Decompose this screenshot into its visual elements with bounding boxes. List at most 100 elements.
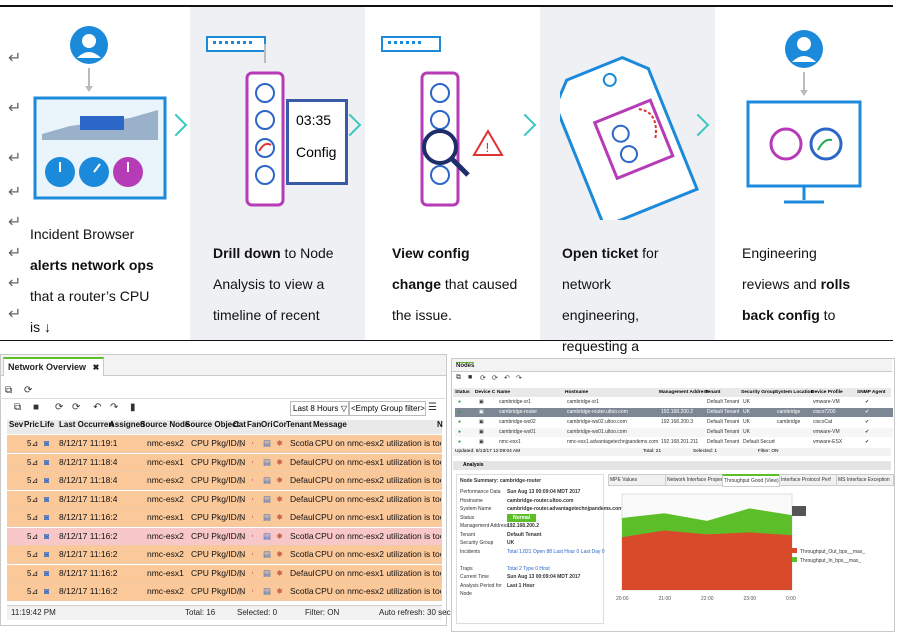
- undo-icon[interactable]: ↶: [93, 402, 102, 413]
- col-message[interactable]: Message: [313, 420, 347, 429]
- node-tenant: Default Tenant: [707, 429, 740, 435]
- redo-icon[interactable]: ↷: [110, 402, 119, 413]
- time-filter-select[interactable]: Last 8 Hours▽: [290, 401, 350, 416]
- col-more[interactable]: N: [437, 420, 443, 429]
- col-source-object[interactable]: Source Object: [185, 420, 240, 429]
- col-snmp-agent[interactable]: SNMP Agent: [857, 390, 886, 395]
- summary-value[interactable]: Total 2 Type 0 Host: [507, 565, 550, 572]
- chart-tab[interactable]: MS Interface Exception: [836, 474, 894, 486]
- correlation-icon: ✸: [276, 530, 284, 541]
- status-time: 11:19:42 PM: [11, 608, 56, 617]
- col-category[interactable]: Cat: [233, 420, 246, 429]
- undo-icon[interactable]: ↶: [504, 375, 510, 382]
- return-mark: ↵: [8, 48, 22, 67]
- col-last-occurrence[interactable]: Last Occurrence: [59, 420, 114, 429]
- col-security-group[interactable]: Security Group: [741, 390, 776, 395]
- col-priority[interactable]: Pric: [24, 420, 40, 429]
- col-tenant[interactable]: Tenant: [705, 390, 721, 395]
- chart-tab[interactable]: MPE Values: [608, 474, 666, 486]
- analysis-header[interactable]: Analysis: [453, 461, 891, 470]
- col-name[interactable]: Name: [497, 390, 511, 395]
- sync-icon[interactable]: ⟳: [72, 402, 81, 413]
- source-node: nmc-esx2: [147, 438, 184, 448]
- col-lifecycle[interactable]: Life: [40, 420, 55, 429]
- summary-value: Sun Aug 13 00:09:04 MDT 2017: [507, 489, 581, 495]
- col-family[interactable]: Fan: [247, 420, 262, 429]
- summary-value[interactable]: Total 1,821 Open 88 Last Hour 0 Last Day…: [507, 548, 605, 555]
- col-assigned[interactable]: Assigned: [109, 420, 146, 429]
- nodes-toolbar: ⧉ ■ ⟳ ⟳ ↶ ↷: [452, 374, 892, 387]
- delete-icon[interactable]: ▮: [130, 402, 136, 413]
- node-hostname: cambridge-sr1: [567, 399, 599, 405]
- summary-key: Security Group: [460, 540, 494, 546]
- chart-tab[interactable]: Interface Protocol Perf: [779, 474, 837, 486]
- refresh-icon[interactable]: ⟳: [480, 375, 486, 382]
- tab-nodes[interactable]: Nodes: [456, 362, 475, 369]
- status-selected: Selected: 0: [237, 608, 278, 617]
- nodes-tab-bar: Nodes: [452, 359, 892, 372]
- group-filter-select[interactable]: <Empty Group filter>: [348, 401, 426, 416]
- close-icon[interactable]: ✖: [92, 363, 100, 372]
- col-tenant[interactable]: Tenant: [286, 420, 312, 429]
- redo-icon[interactable]: ↷: [516, 375, 522, 382]
- sync-icon[interactable]: ⟳: [492, 375, 498, 382]
- origin-icon: ▤: [263, 456, 272, 467]
- col-device-category[interactable]: Device C: [475, 390, 496, 395]
- node-security-group: Default Security: [743, 439, 775, 445]
- top-rule: [0, 5, 893, 7]
- last-occurrence: 8/12/17 11:19:1: [59, 438, 118, 448]
- col-mgmt-address[interactable]: Management Address: [659, 390, 709, 395]
- window-icon[interactable]: ⧉: [456, 374, 461, 381]
- col-device-profile[interactable]: Device Profile: [811, 390, 843, 395]
- last-occurrence: 8/12/17 11:16:2: [59, 512, 118, 522]
- last-occurrence: 8/12/17 11:16:2: [59, 586, 118, 596]
- open-icon[interactable]: ⧉: [5, 385, 13, 396]
- refresh-icon[interactable]: ⟳: [24, 385, 33, 396]
- folder-icon[interactable]: ■: [468, 374, 473, 381]
- col-correlation[interactable]: Cor: [273, 420, 287, 429]
- source-node: nmc-esx2: [147, 530, 184, 541]
- return-mark: ↵: [8, 212, 22, 231]
- chart-tab[interactable]: Throughput Good (View): [722, 474, 780, 487]
- menu-icon[interactable]: ☰: [428, 402, 437, 413]
- summary-key: Current Time: [460, 574, 489, 580]
- folder-icon[interactable]: ■: [33, 402, 40, 413]
- status-refresh: Auto refresh: 30 sec: [379, 608, 451, 617]
- popup-label: Config: [296, 144, 337, 160]
- tab-network-overview[interactable]: Network Overview ✖: [3, 357, 105, 376]
- priority-icon: 5⊿: [27, 457, 39, 467]
- source-node: nmc-esx1: [147, 512, 184, 522]
- chart-tab[interactable]: Network Interface Properties: [665, 474, 723, 486]
- group-filter-value: <Empty Group filter>: [351, 404, 425, 413]
- col-source-node[interactable]: Source Node: [140, 420, 190, 429]
- node-hostname: cambridge-ws01.ultoo.com: [567, 429, 627, 435]
- bottom-rule: [0, 339, 893, 341]
- col-hostname[interactable]: Hostname: [565, 390, 589, 395]
- refresh-icon[interactable]: ⟳: [55, 402, 64, 413]
- chart-type-icon[interactable]: [792, 506, 806, 516]
- nodes-total: Total: 21: [643, 449, 662, 454]
- nodes-filter: Filter: ON: [758, 449, 779, 454]
- col-sev[interactable]: Sev: [9, 420, 24, 429]
- col-origin[interactable]: Ori: [261, 420, 273, 429]
- svg-text:!: !: [485, 141, 490, 155]
- lifecycle-icon: ◙: [44, 512, 50, 522]
- col-status[interactable]: Status: [455, 390, 470, 395]
- window-icon[interactable]: ⧉: [14, 402, 22, 413]
- node-address: 192.168.200.2: [661, 409, 693, 415]
- col-system-location[interactable]: System Location: [775, 390, 814, 395]
